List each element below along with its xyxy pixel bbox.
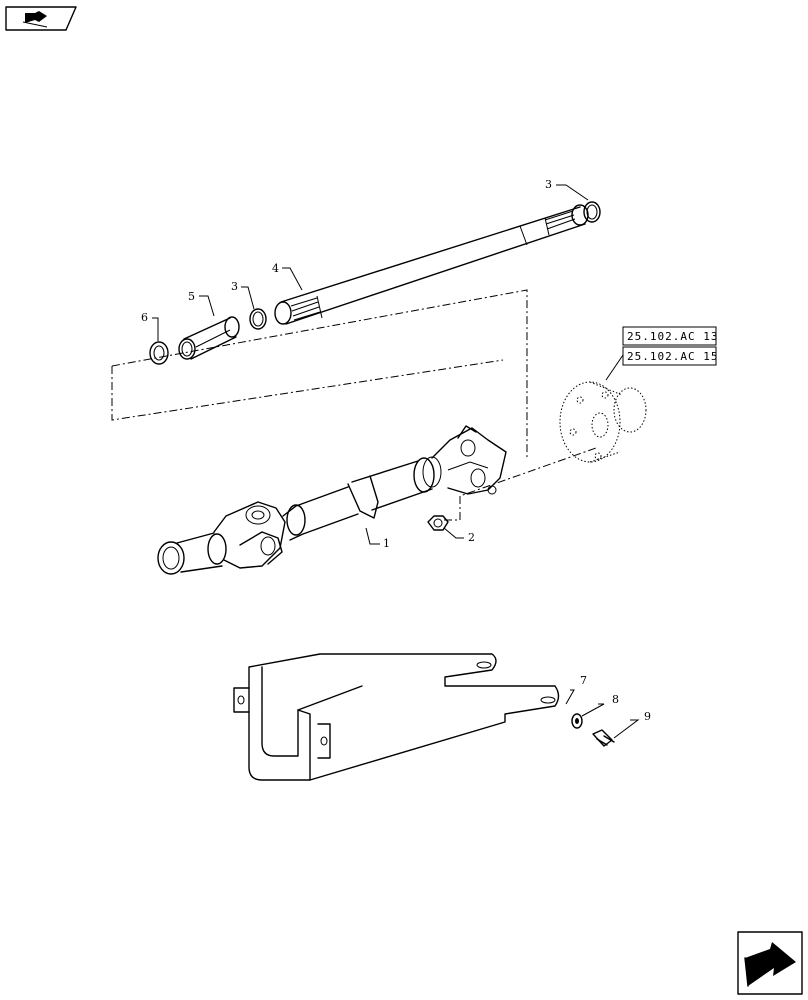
part-2-nut bbox=[427, 515, 449, 531]
part-4-splined-shaft bbox=[274, 204, 589, 325]
reference-label-2[interactable]: 25.102.AC 15 bbox=[627, 350, 718, 363]
part-5-bushing bbox=[178, 316, 240, 360]
callout-2: 2 bbox=[468, 531, 475, 544]
reference-label-1[interactable]: 25.102.AC 13 bbox=[627, 330, 718, 343]
leader-lines bbox=[152, 184, 640, 739]
reference-box-2[interactable]: 25.102.AC 15 bbox=[622, 346, 718, 366]
part-1-cardan-shaft bbox=[157, 425, 507, 575]
callout-9: 9 bbox=[644, 710, 651, 723]
callout-5: 5 bbox=[188, 290, 195, 303]
reference-hub-dotted bbox=[559, 381, 647, 463]
part-3-circlip-a bbox=[249, 308, 267, 330]
part-9-bolt bbox=[592, 729, 615, 747]
part-6-ring bbox=[149, 341, 169, 365]
callout-7: 7 bbox=[580, 674, 587, 687]
callout-8: 8 bbox=[612, 693, 619, 706]
part-8-washer bbox=[571, 713, 583, 729]
reference-box-1[interactable]: 25.102.AC 13 bbox=[622, 326, 718, 346]
callout-1: 1 bbox=[383, 537, 390, 550]
part-3-circlip-b bbox=[583, 201, 601, 223]
book-arrow-icon[interactable] bbox=[5, 6, 77, 31]
part-7-bracket bbox=[233, 653, 560, 781]
callout-6: 6 bbox=[141, 311, 148, 324]
callout-3-right: 3 bbox=[545, 178, 552, 191]
callout-3-left: 3 bbox=[231, 280, 238, 293]
next-page-arrow-icon[interactable] bbox=[737, 931, 803, 995]
callout-4: 4 bbox=[272, 262, 279, 275]
connector-lines bbox=[111, 289, 597, 521]
